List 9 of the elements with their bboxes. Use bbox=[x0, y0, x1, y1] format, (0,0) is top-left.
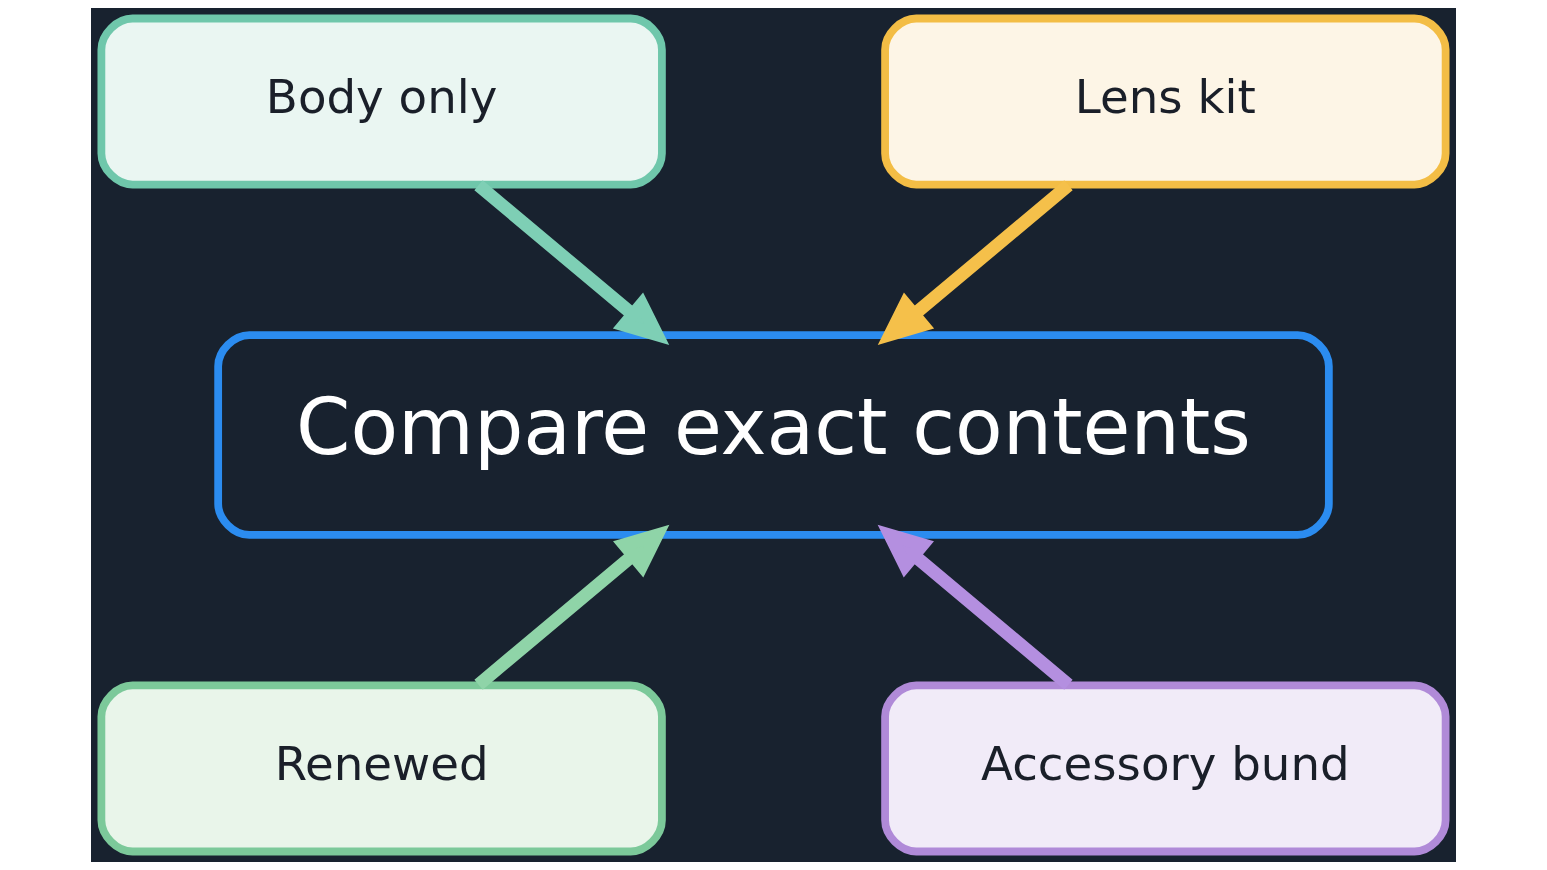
node-box: Lens kit bbox=[881, 14, 1450, 189]
arrow bbox=[474, 180, 670, 346]
node-box: Accessory bund bbox=[881, 681, 1450, 856]
arrow bbox=[877, 180, 1073, 346]
arrow bbox=[877, 524, 1073, 690]
arrow bbox=[474, 524, 670, 690]
node-box: Compare exact contents bbox=[214, 331, 1333, 539]
node-box: Body only bbox=[97, 14, 666, 189]
node-box: Renewed bbox=[97, 681, 666, 856]
